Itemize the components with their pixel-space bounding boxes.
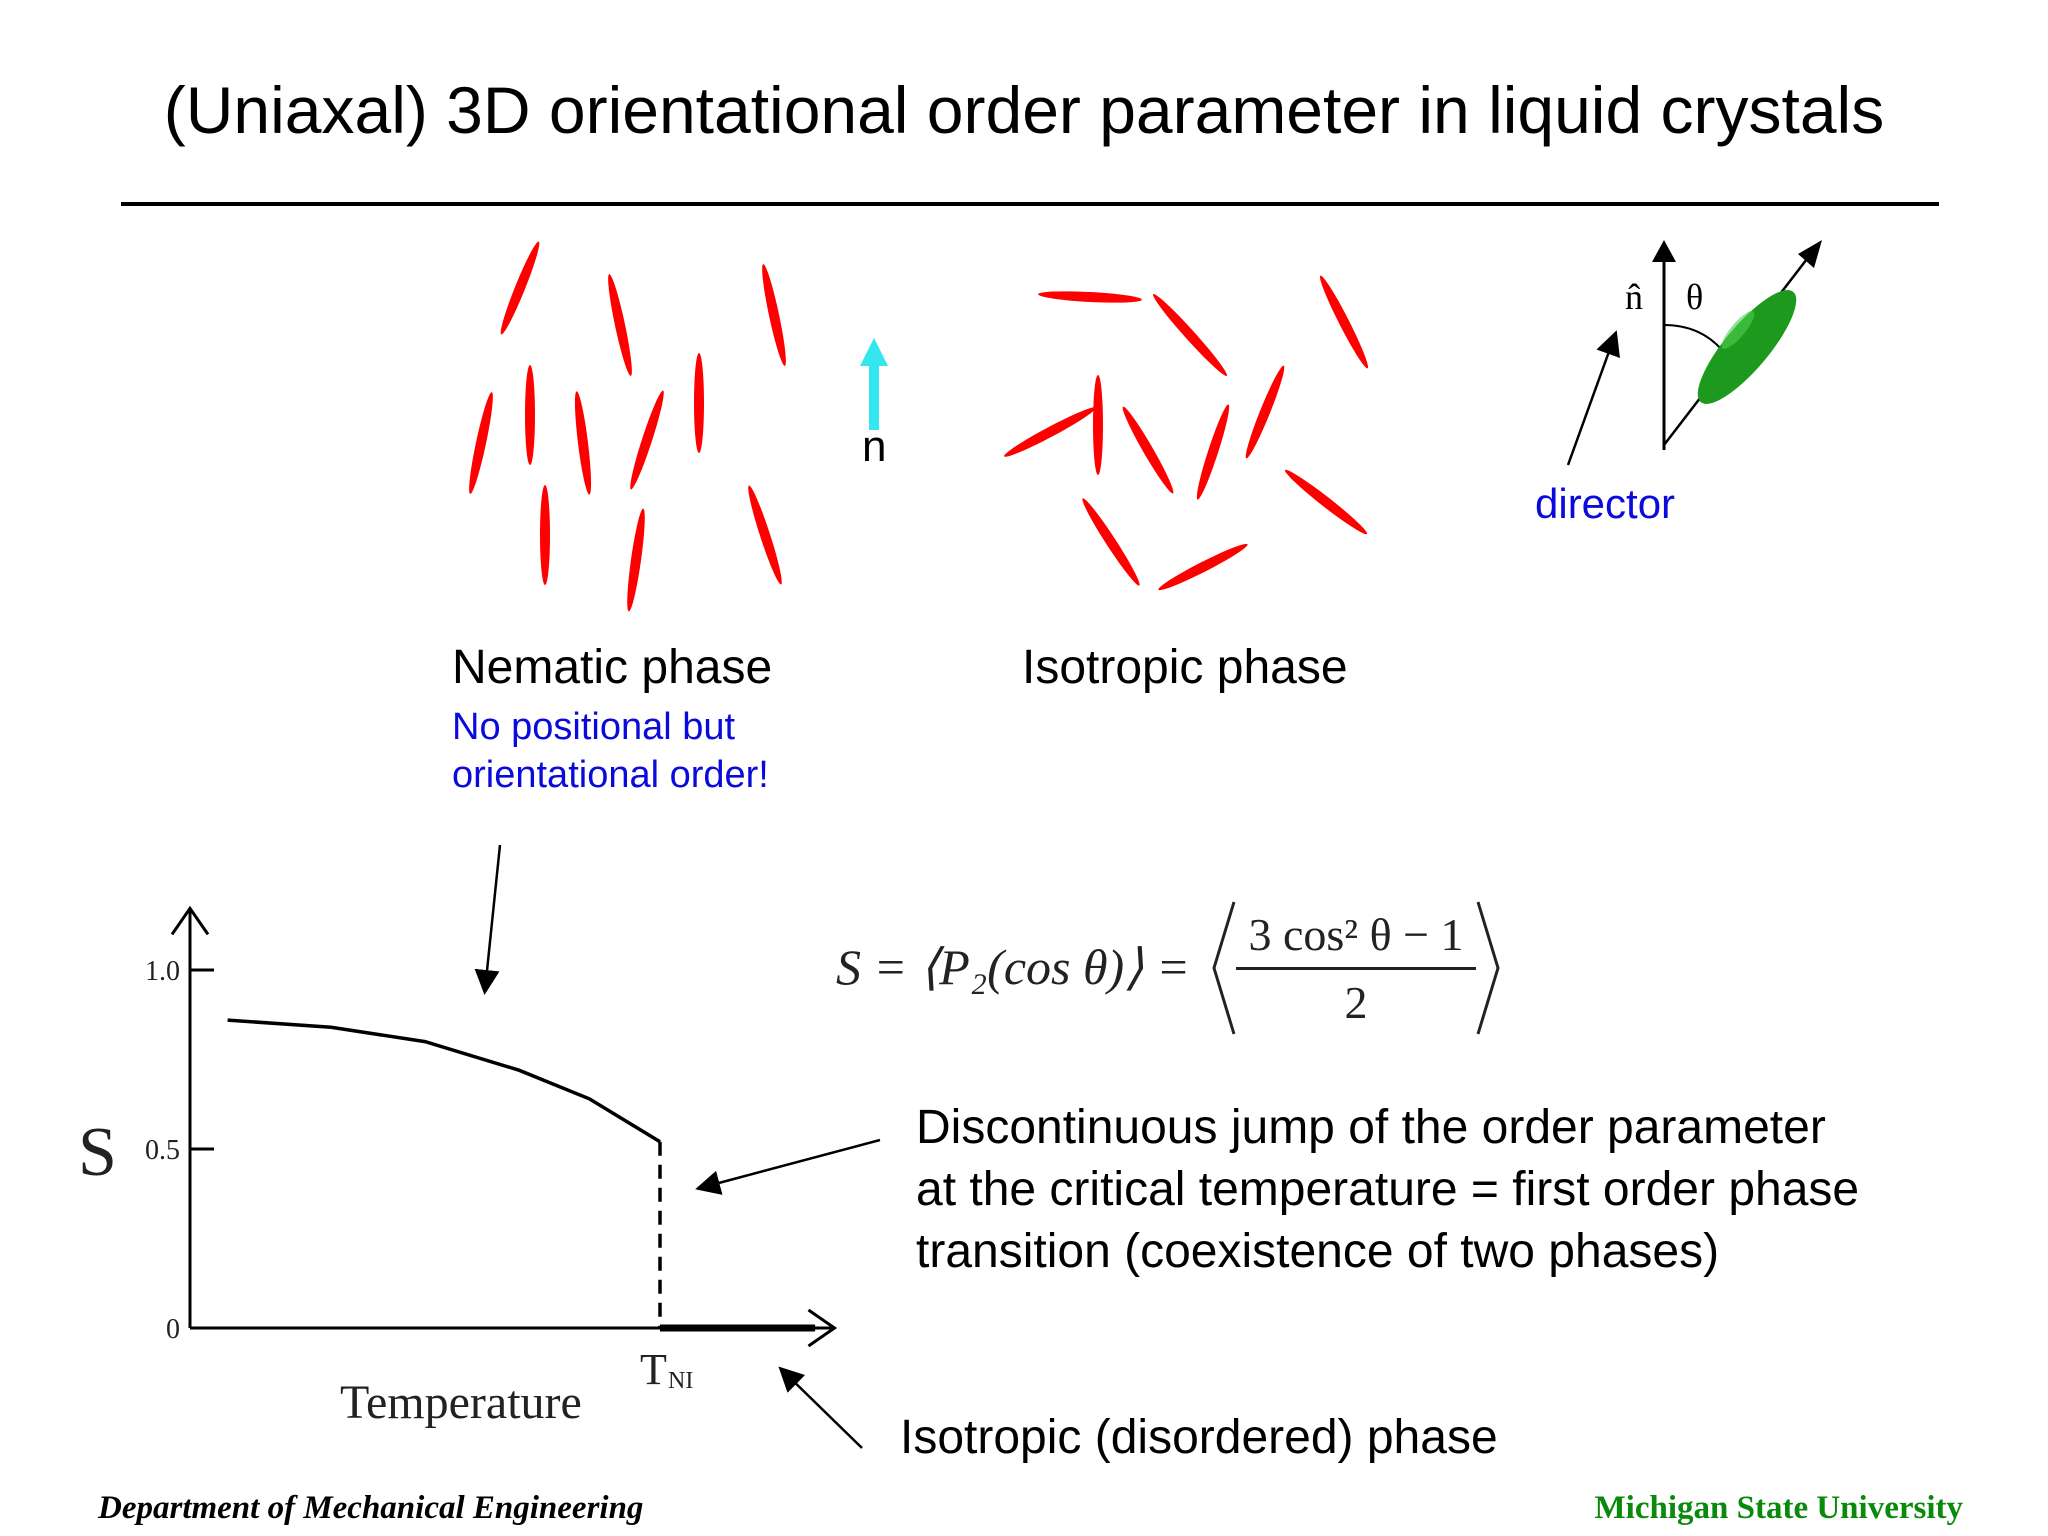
- left-angle-bracket: [1212, 901, 1236, 1035]
- nematic-note-line1: No positional but: [452, 706, 736, 748]
- x-tick-label: T: [640, 1345, 667, 1394]
- nematic-molecule: [748, 485, 782, 585]
- isotropic-molecule: [1004, 407, 1096, 457]
- y-tick-label: 0: [166, 1314, 180, 1345]
- nematic-molecule: [469, 392, 493, 494]
- y-tick-label: 0.5: [145, 1135, 180, 1166]
- nematic-molecule: [630, 390, 664, 490]
- isotropic-molecule: [1196, 404, 1230, 500]
- fraction-bar: [1236, 967, 1476, 970]
- isotropic-molecule: [1038, 291, 1142, 303]
- title-divider: [121, 202, 1939, 206]
- jump-pointer-arrow: [695, 1138, 881, 1195]
- chart-axes: [170, 905, 838, 1348]
- footer-department: Department of Mechanical Engineering: [98, 1490, 644, 1526]
- slide-title: (Uniaxal) 3D orientational order paramet…: [163, 73, 1885, 147]
- nematic-molecule: [574, 391, 592, 495]
- nematic-molecules: [469, 241, 786, 612]
- x-axis-arrow-icon: [807, 1308, 838, 1348]
- discontinuous-line1: Discontinuous jump of the order paramete…: [916, 1101, 1826, 1154]
- series-solid: [227, 1018, 661, 1144]
- n-arrow-icon: [860, 338, 888, 430]
- discontinuous-line2: at the critical temperature = first orde…: [916, 1163, 1860, 1216]
- right-angle-bracket: [1476, 901, 1500, 1035]
- nematic-molecule: [500, 241, 540, 335]
- nematic-molecule: [694, 353, 704, 453]
- isotropic-phase-label: Isotropic phase: [1022, 641, 1348, 694]
- isotropic-disordered-label: Isotropic (disordered) phase: [900, 1411, 1498, 1464]
- footer-university: Michigan State University: [1594, 1490, 1963, 1526]
- x-axis-label: Temperature: [340, 1376, 582, 1429]
- nematic-note-line2: orientational order!: [452, 754, 769, 796]
- order-parameter-formula: S = ⟨P₂(cos θ)⟩ = 3 cos² θ − 1 2: [836, 898, 1516, 1038]
- isotropic-molecule: [1245, 365, 1285, 459]
- discontinuous-line3: transition (coexistence of two phases): [916, 1225, 1720, 1278]
- isotropic-molecule: [1093, 375, 1103, 475]
- isotropic-molecules: [1004, 275, 1369, 591]
- formula-lhs: S = ⟨P₂(cos θ)⟩ =: [836, 939, 1190, 995]
- nematic-curve-pointer-arrow: [474, 844, 502, 995]
- isotropic-molecule: [1122, 406, 1174, 494]
- nematic-molecule: [762, 264, 786, 366]
- director-diagram: [1566, 240, 1822, 466]
- nematic-molecule: [525, 365, 535, 465]
- n-label: n: [862, 422, 887, 471]
- isotropic-molecule: [1153, 293, 1227, 377]
- nematic-molecule: [540, 485, 550, 585]
- y-axis-arrow-icon: [170, 905, 210, 936]
- formula-fraction: 3 cos² θ − 1 2: [1236, 908, 1476, 1029]
- isotropic-molecule: [1284, 469, 1368, 535]
- chart-series: [227, 1018, 816, 1332]
- isotropic-molecule: [1319, 275, 1369, 369]
- theta-symbol: θ: [1686, 277, 1704, 317]
- nematic-phase-label: Nematic phase: [452, 641, 773, 694]
- molecule-ellipsoid-icon: [1697, 290, 1797, 404]
- nematic-molecule: [608, 274, 632, 376]
- director-pointer-arrow: [1566, 330, 1620, 466]
- y-axis-label: S: [78, 1114, 117, 1191]
- formula-numerator: 3 cos² θ − 1: [1248, 909, 1464, 960]
- isotropic-molecule: [1082, 498, 1140, 586]
- director-symbol: n̂: [1625, 277, 1643, 317]
- x-tick-label-subscript: NI: [668, 1368, 693, 1394]
- isotropic-pointer-arrow: [778, 1366, 863, 1449]
- nematic-molecule: [627, 508, 645, 612]
- director-label: director: [1535, 480, 1676, 527]
- y-tick-label: 1.0: [145, 956, 180, 987]
- formula-denominator: 2: [1344, 977, 1368, 1028]
- isotropic-molecule: [1158, 543, 1248, 591]
